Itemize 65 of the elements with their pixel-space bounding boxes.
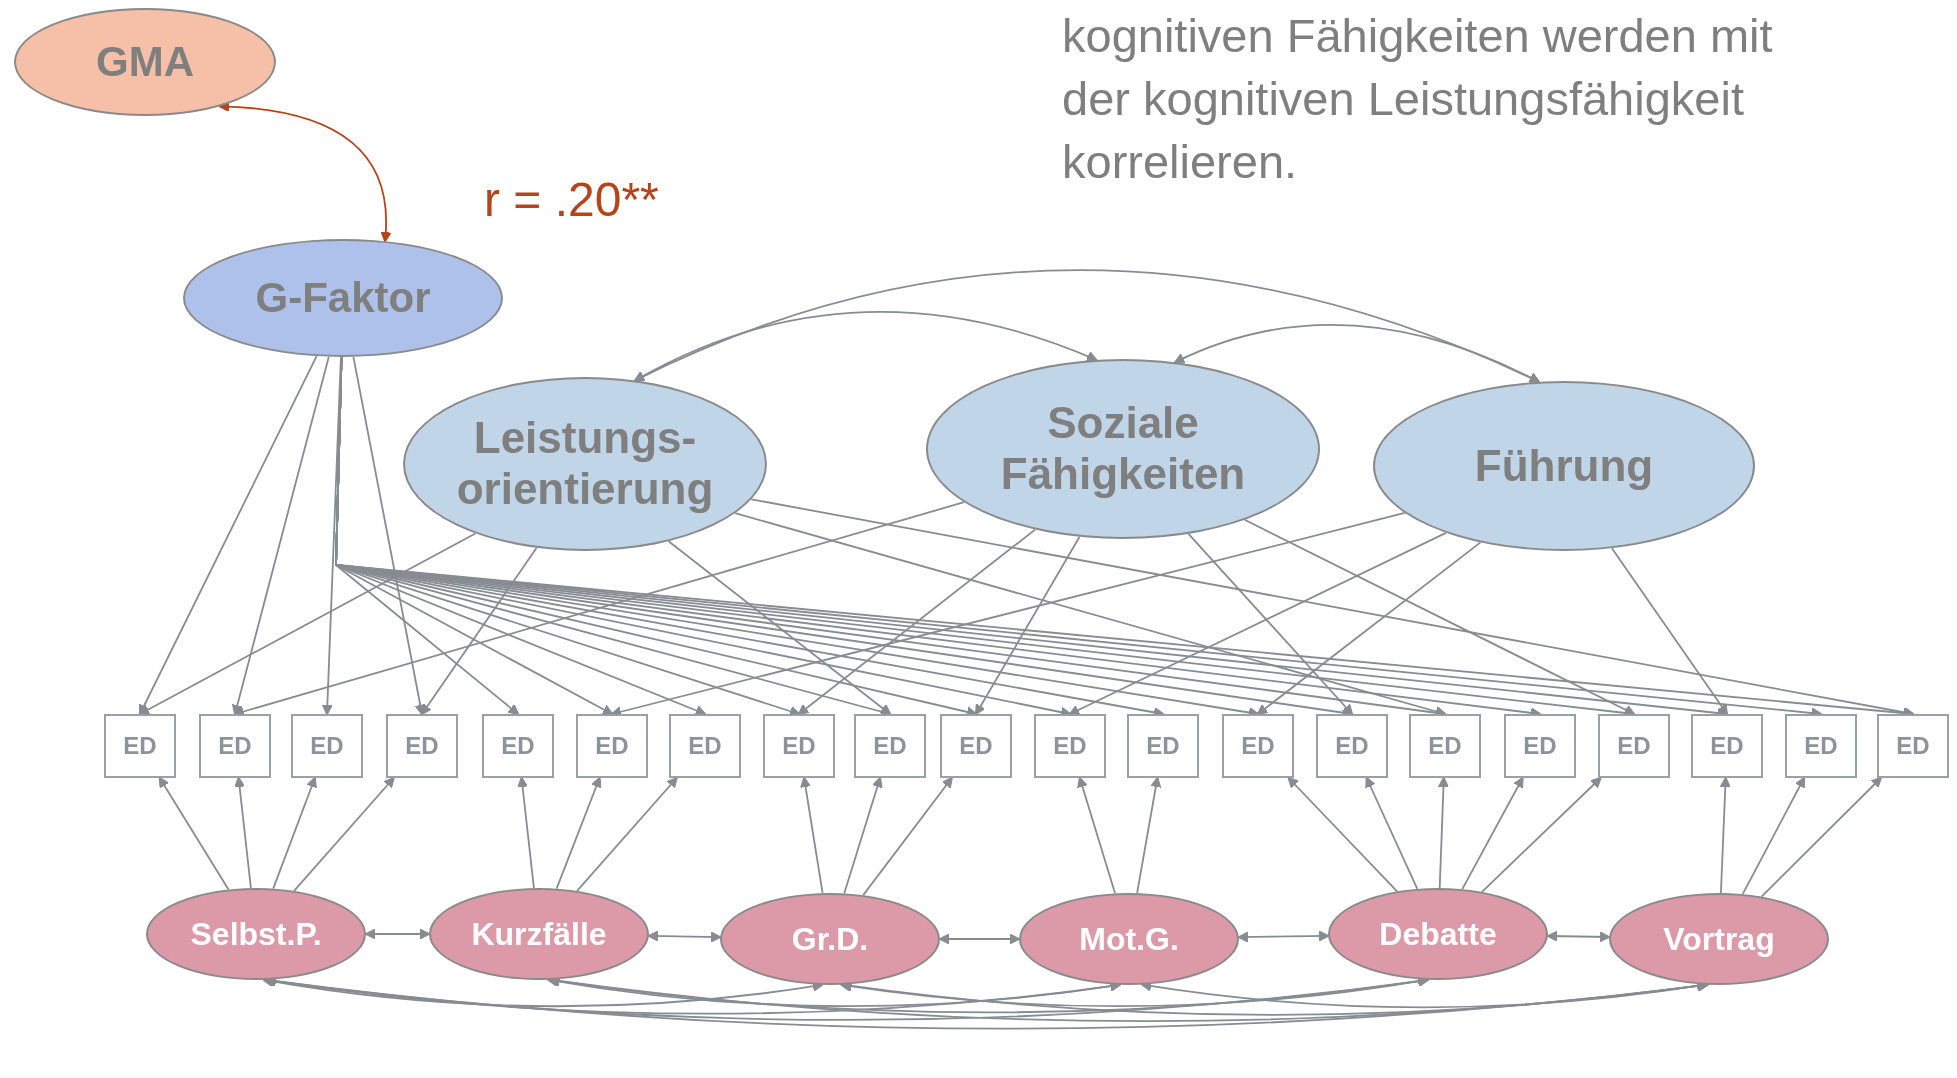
arrow xyxy=(139,355,318,716)
arrow xyxy=(1437,776,1449,889)
arrow xyxy=(1077,776,1116,895)
indicator-box: ED xyxy=(199,714,271,778)
arrow xyxy=(1719,776,1731,894)
arrow xyxy=(862,776,953,896)
arrow xyxy=(667,540,892,716)
arrow xyxy=(1365,776,1419,890)
arrow xyxy=(1461,776,1524,890)
indicator-box: ED xyxy=(1504,714,1576,778)
indicator-box: ED xyxy=(1222,714,1294,778)
arrow xyxy=(1237,930,1330,943)
method-factor-ellipse: Gr.D. xyxy=(720,893,940,985)
method-factor-ellipse: Kurzfälle xyxy=(429,888,649,980)
indicator-box: ED xyxy=(669,714,741,778)
indicator-box: ED xyxy=(104,714,176,778)
indicator-box: ED xyxy=(1598,714,1670,778)
arrow xyxy=(800,776,824,894)
arrow xyxy=(352,356,426,716)
method-factor-ellipse: Mot.G. xyxy=(1019,893,1239,985)
arrow xyxy=(797,528,1036,716)
indicator-box: ED xyxy=(576,714,648,778)
arrow xyxy=(231,355,330,716)
arrow xyxy=(1243,518,1636,715)
arrow xyxy=(364,928,431,940)
arrow xyxy=(734,512,1447,717)
indicator-box: ED xyxy=(763,714,835,778)
method-factor-ellipse: Debatte xyxy=(1328,888,1548,980)
arrow xyxy=(517,776,535,889)
indicator-box: ED xyxy=(1316,714,1388,778)
trait-factor-ellipse: Leistungs- orientierung xyxy=(403,377,767,551)
arrow xyxy=(1068,532,1447,716)
arrow xyxy=(843,776,883,895)
arrow xyxy=(1173,324,1541,383)
trait-factor-ellipse: Führung xyxy=(1373,381,1755,551)
indicator-box: ED xyxy=(291,714,363,778)
indicator-box: ED xyxy=(1877,714,1949,778)
method-factor-ellipse: Vortrag xyxy=(1609,893,1829,985)
latent-variable-ellipse: GMA xyxy=(14,8,276,116)
method-factor-ellipse: Selbst.P. xyxy=(146,888,366,980)
arrow xyxy=(555,776,602,890)
indicator-box: ED xyxy=(482,714,554,778)
latent-factor-ellipse: G-Faktor xyxy=(183,239,503,357)
arrow xyxy=(1256,541,1482,716)
note-text: kognitiven Fähigkeiten werden mit der kognitiven Leistungsfähigkeit korrelieren. xyxy=(1062,8,1774,190)
indicator-box: ED xyxy=(386,714,458,778)
arrow xyxy=(158,776,230,891)
arrow xyxy=(938,933,1021,945)
indicator-box: ED xyxy=(1785,714,1857,778)
arrow xyxy=(1546,930,1611,943)
arrow xyxy=(233,501,965,717)
trait-factor-ellipse: Soziale Fähigkeiten xyxy=(926,359,1320,539)
arrow xyxy=(1741,776,1806,895)
arrow xyxy=(1187,533,1354,716)
arrow xyxy=(321,356,342,716)
arrow xyxy=(234,776,252,889)
indicator-box: ED xyxy=(854,714,926,778)
arrow xyxy=(1136,776,1162,894)
indicator-box: ED xyxy=(1691,714,1763,778)
indicator-box: ED xyxy=(1409,714,1481,778)
arrow xyxy=(647,930,722,943)
arrow xyxy=(272,776,317,890)
indicator-box: ED xyxy=(1034,714,1106,778)
indicator-box: ED xyxy=(940,714,1012,778)
indicator-box: ED xyxy=(1127,714,1199,778)
